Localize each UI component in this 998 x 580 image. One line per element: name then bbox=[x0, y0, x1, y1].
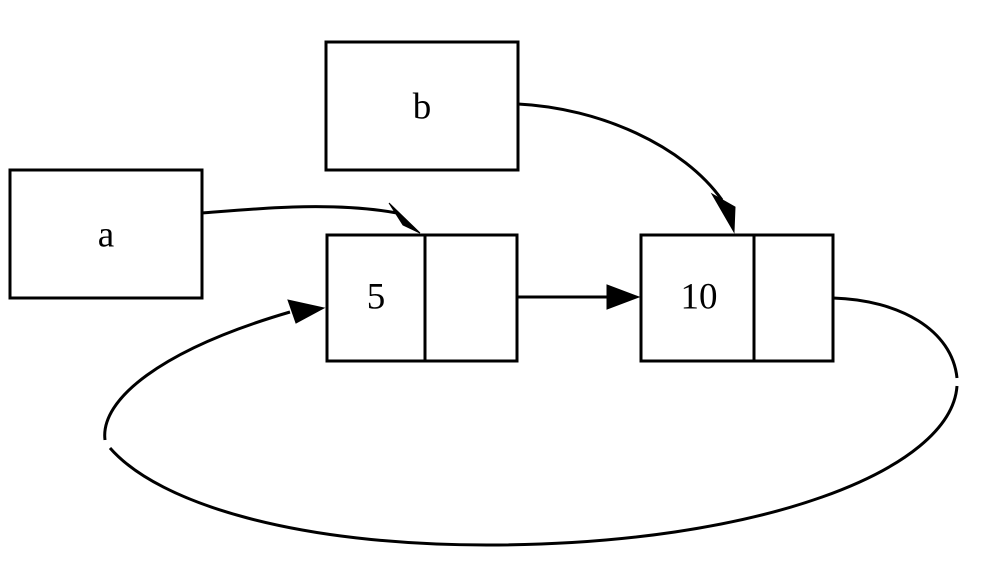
edge-n5-to-n10-arrowhead bbox=[606, 284, 641, 310]
edge-n10-to-n5-loop-seg3 bbox=[103, 310, 291, 441]
node-b-box[interactable] bbox=[324, 40, 520, 172]
edge-b-to-n10 bbox=[517, 102, 736, 234]
node-10[interactable]: 10 bbox=[639, 233, 835, 363]
node-b[interactable]: b bbox=[324, 40, 520, 172]
edge-a-to-n5 bbox=[201, 202, 421, 234]
node-a-box[interactable] bbox=[8, 168, 204, 300]
edge-a-to-n5-line bbox=[201, 205, 398, 215]
node-5-box[interactable] bbox=[325, 233, 519, 363]
edge-a-to-n5-arrowhead bbox=[388, 202, 421, 234]
node-5[interactable]: 5 bbox=[325, 233, 519, 363]
node-10-box[interactable] bbox=[639, 233, 835, 363]
edge-n10-to-n5-loop bbox=[103, 296, 959, 547]
edge-b-to-n10-line bbox=[517, 102, 724, 201]
node-a-label: a bbox=[98, 214, 114, 255]
node-10-value-label: 10 bbox=[681, 276, 718, 317]
edge-n5-to-n10 bbox=[517, 284, 641, 310]
node-5-value-label: 5 bbox=[367, 276, 386, 317]
edge-n10-to-n5-loop-arrowhead bbox=[287, 299, 326, 324]
edge-n10-to-n5-loop-seg2 bbox=[108, 385, 959, 547]
node-a[interactable]: a bbox=[8, 168, 204, 300]
node-b-label: b bbox=[413, 86, 432, 127]
edge-b-to-n10-arrowhead bbox=[710, 192, 736, 234]
edge-n10-to-n5-loop-seg1 bbox=[832, 296, 959, 379]
